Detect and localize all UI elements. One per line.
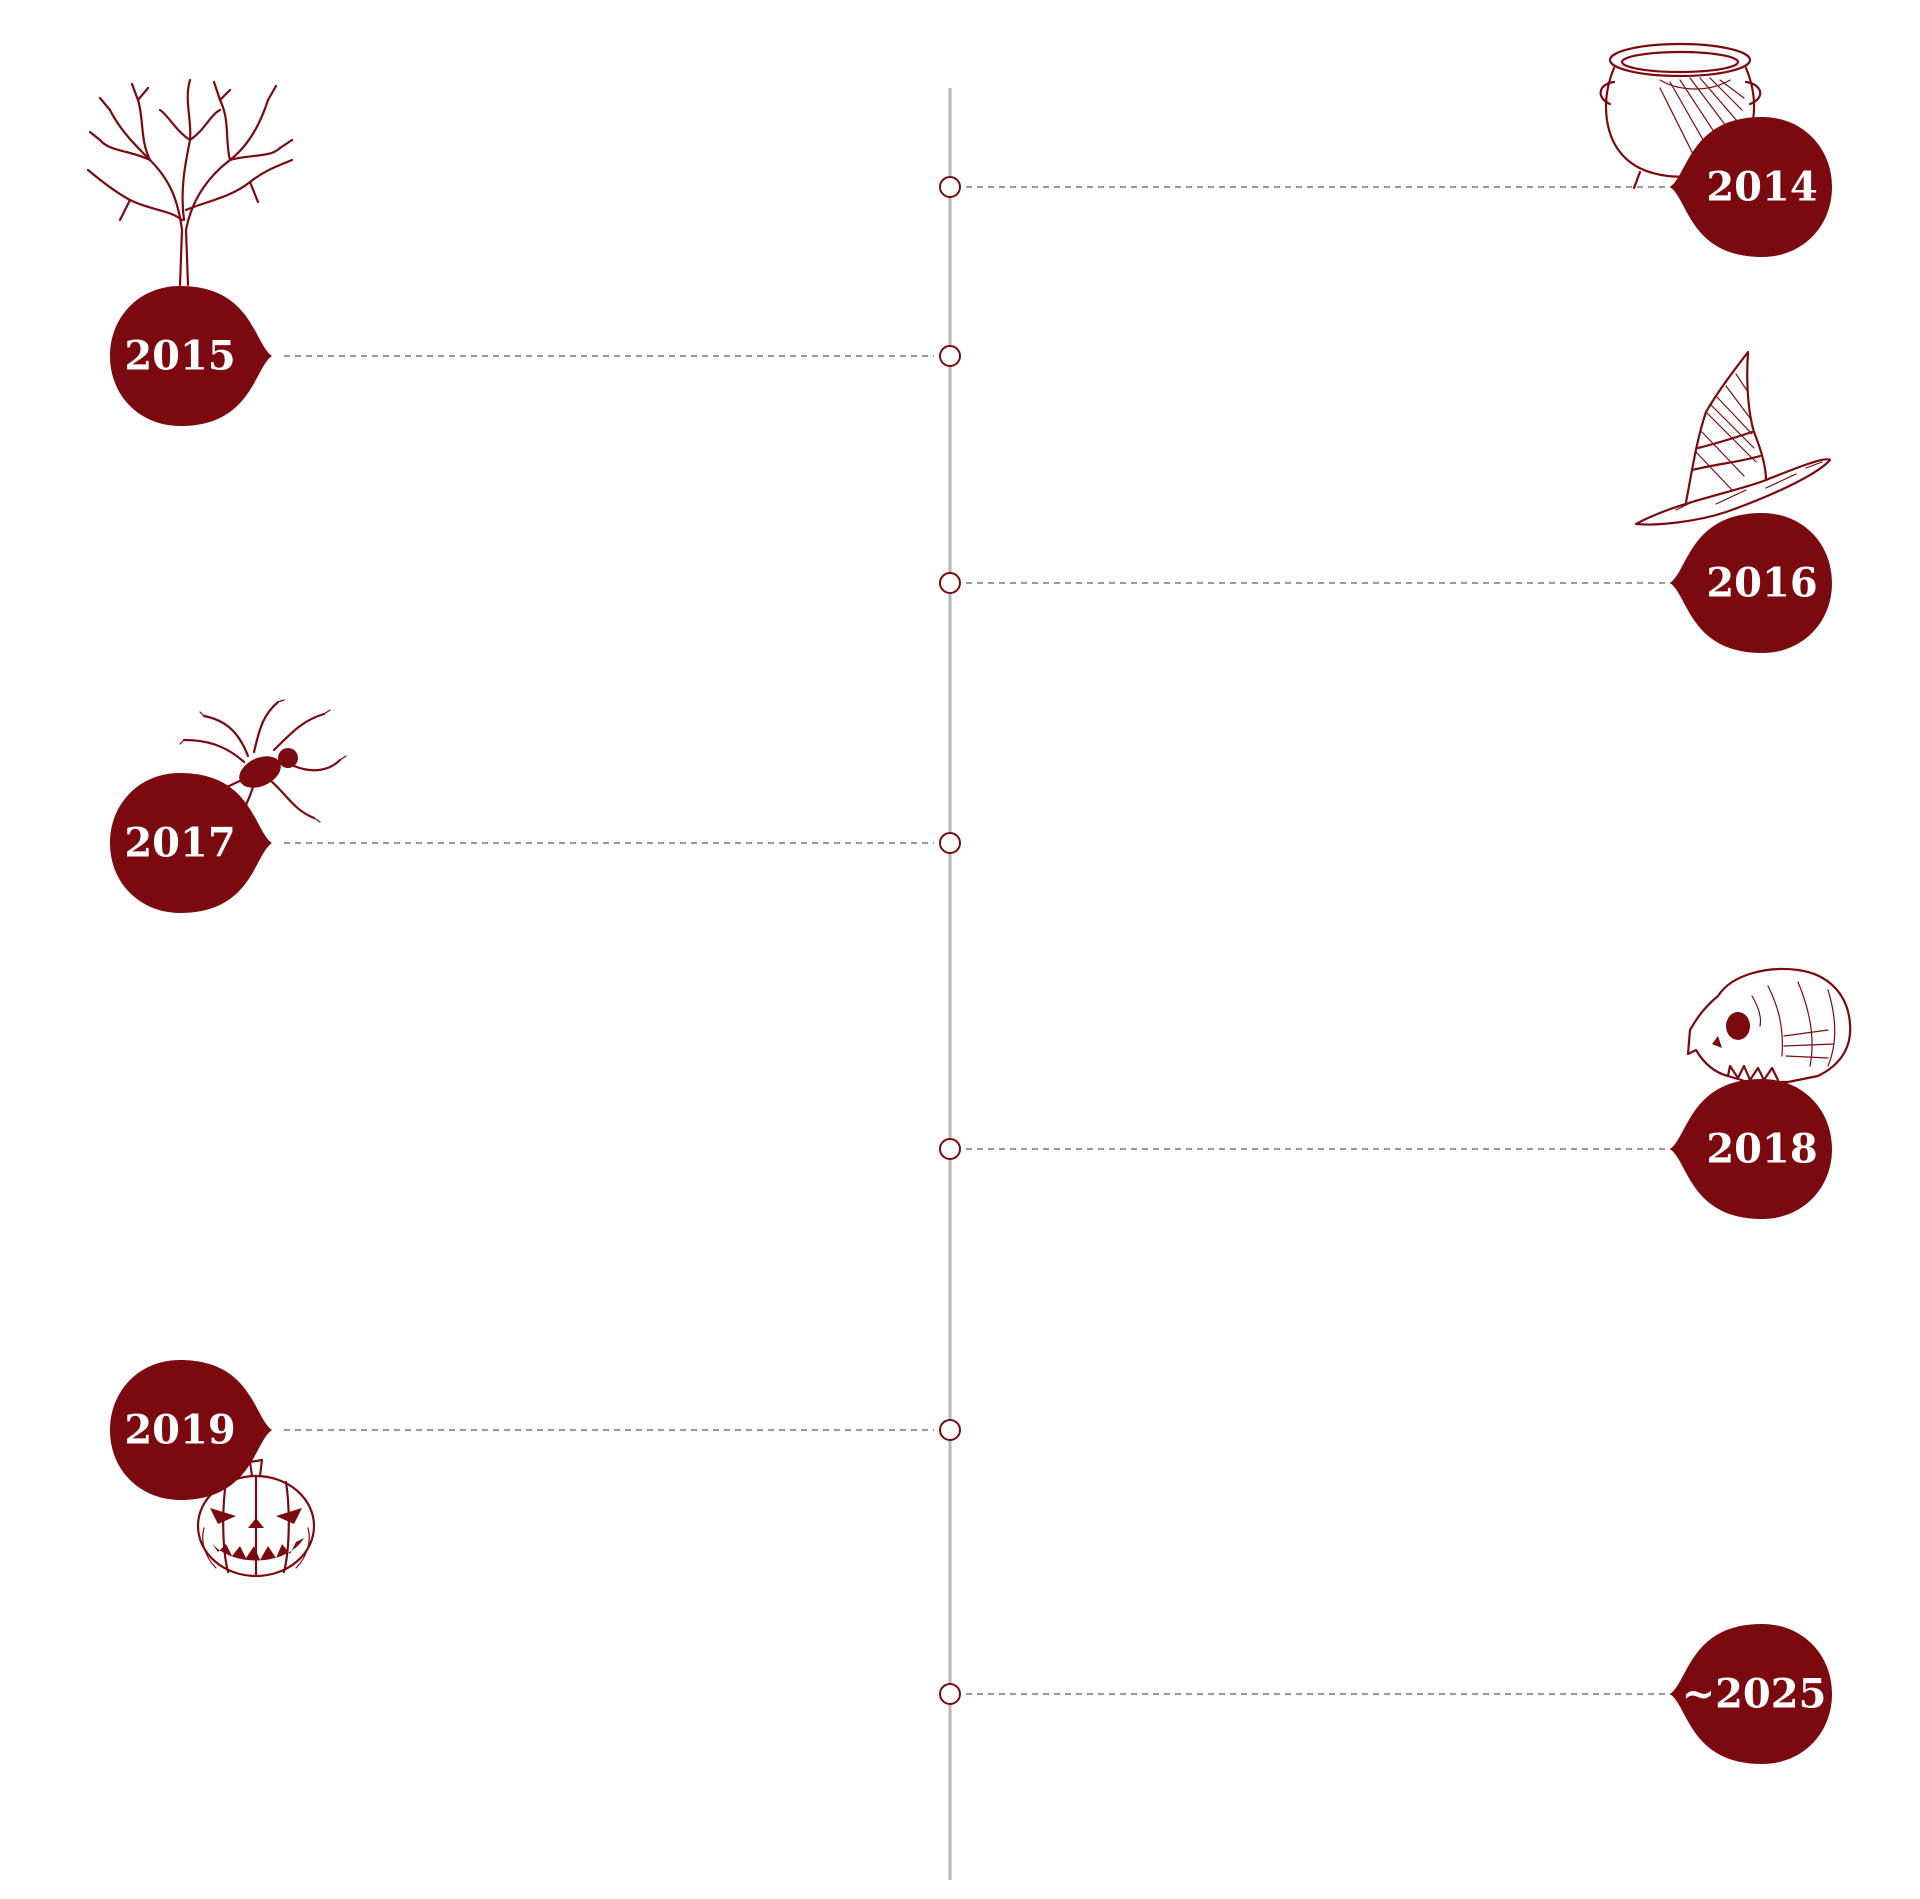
year-badge-2016[interactable]: 2016 xyxy=(1670,513,1832,653)
timeline-event-2019: 2019 xyxy=(110,1360,961,1578)
dead-tree-icon xyxy=(86,78,294,287)
timeline-event-2018: 2018 xyxy=(939,967,1852,1219)
timeline-event-2016: 2016 xyxy=(939,350,1832,653)
year-badge-2019[interactable]: 2019 xyxy=(110,1360,272,1500)
timeline-event-2017: 2017 xyxy=(110,699,961,913)
skull-icon xyxy=(1686,967,1852,1084)
timeline-node[interactable] xyxy=(939,1138,961,1160)
timeline-node[interactable] xyxy=(939,176,961,198)
timeline-node[interactable] xyxy=(939,345,961,367)
timeline-node[interactable] xyxy=(939,1419,961,1441)
timeline-node[interactable] xyxy=(939,1683,961,1705)
year-label: 2019 xyxy=(124,1407,235,1454)
timeline-node[interactable] xyxy=(939,572,961,594)
year-label: 2015 xyxy=(124,333,235,380)
year-badge-2015[interactable]: 2015 xyxy=(110,286,272,426)
year-label: ~2025 xyxy=(1682,1671,1827,1718)
timeline-event-2025: ~2025 xyxy=(939,1624,1832,1764)
witch-hat-icon xyxy=(1634,350,1832,526)
year-badge-2017[interactable]: 2017 xyxy=(110,773,272,913)
year-label: 2014 xyxy=(1706,164,1817,211)
timeline-event-2014: 2014 xyxy=(939,42,1832,257)
timeline-node[interactable] xyxy=(939,832,961,854)
year-label: 2018 xyxy=(1706,1126,1817,1173)
year-label: 2016 xyxy=(1706,560,1817,607)
year-badge-2018[interactable]: 2018 xyxy=(1670,1079,1832,1219)
year-badge-2025[interactable]: ~2025 xyxy=(1670,1624,1832,1764)
timeline-event-2015: 2015 xyxy=(86,78,961,426)
year-badge-2014[interactable]: 2014 xyxy=(1670,117,1832,257)
jack-o-lantern-icon xyxy=(196,1458,316,1578)
year-label: 2017 xyxy=(124,820,235,867)
